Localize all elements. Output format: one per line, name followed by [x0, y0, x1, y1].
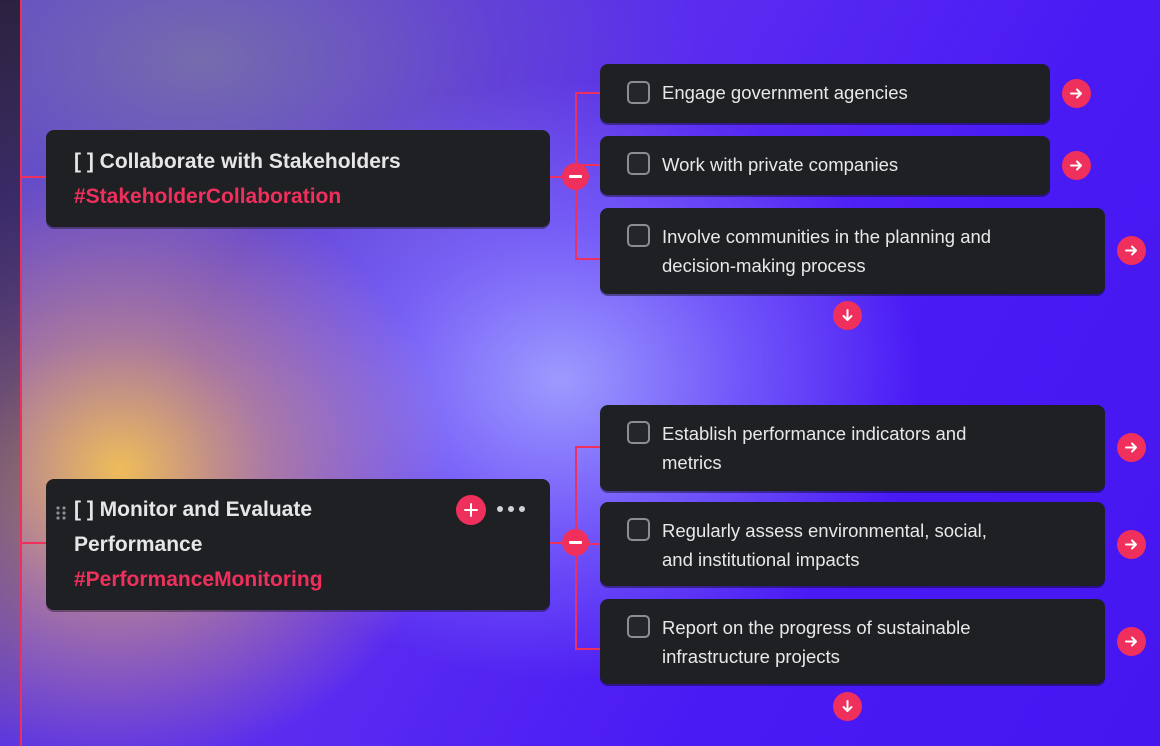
expand-more-button[interactable] — [833, 301, 862, 330]
plus-icon — [464, 503, 478, 517]
arrow-right-icon — [1125, 539, 1137, 550]
child-card-report-progress[interactable]: Report on the progress of sustainable in… — [600, 599, 1105, 684]
navigate-button[interactable] — [1117, 627, 1146, 656]
expand-more-button[interactable] — [833, 692, 862, 721]
task-checkbox[interactable] — [627, 152, 650, 175]
canvas-left-edge — [0, 0, 20, 746]
child-label: Engage government agencies — [662, 82, 908, 103]
child-card-private-companies[interactable]: Work with private companies — [600, 136, 1050, 195]
add-child-button[interactable] — [456, 495, 486, 525]
task-checkbox[interactable] — [627, 518, 650, 541]
task-checkbox[interactable] — [627, 615, 650, 638]
connector-child-1-3 — [575, 258, 600, 260]
child-card-performance-indicators[interactable]: Establish performance indicators and met… — [600, 405, 1105, 491]
connector-branch-1 — [20, 176, 46, 178]
connector-child-2-3 — [575, 648, 600, 650]
navigate-button[interactable] — [1117, 530, 1146, 559]
drag-handle-icon[interactable] — [56, 506, 66, 520]
arrow-right-icon — [1070, 160, 1082, 171]
task-checkbox[interactable] — [627, 81, 650, 104]
navigate-button[interactable] — [1062, 151, 1091, 180]
node-tag[interactable]: #PerformanceMonitoring — [74, 568, 323, 591]
node-title: [ ] Collaborate with Stakeholders — [74, 150, 401, 173]
arrow-right-icon — [1125, 442, 1137, 453]
child-label: Regularly assess environmental, social, … — [662, 520, 987, 570]
ellipsis-icon — [497, 506, 503, 512]
node-tag[interactable]: #StakeholderCollaboration — [74, 185, 342, 208]
child-label: Involve communities in the planning and … — [662, 226, 992, 276]
navigate-button[interactable] — [1117, 433, 1146, 462]
arrow-down-icon — [842, 309, 853, 321]
arrow-down-icon — [842, 700, 853, 712]
child-card-involve-communities[interactable]: Involve communities in the planning and … — [600, 208, 1105, 294]
navigate-button[interactable] — [1117, 236, 1146, 265]
connector-trunk — [20, 0, 22, 746]
child-label: Establish performance indicators and met… — [662, 423, 967, 473]
connector-child-1-2 — [575, 164, 600, 166]
child-label: Work with private companies — [662, 154, 899, 175]
arrow-right-icon — [1125, 245, 1137, 256]
navigate-button[interactable] — [1062, 79, 1091, 108]
child-label: Report on the progress of sustainable in… — [662, 617, 971, 667]
collapse-button[interactable] — [562, 163, 589, 190]
collapse-button[interactable] — [562, 529, 589, 556]
task-checkbox[interactable] — [627, 421, 650, 444]
task-checkbox[interactable] — [627, 224, 650, 247]
more-options-button[interactable] — [497, 504, 525, 514]
arrow-right-icon — [1070, 88, 1082, 99]
connector-branch-2 — [20, 542, 46, 544]
child-card-assess-impacts[interactable]: Regularly assess environmental, social, … — [600, 502, 1105, 586]
connector-child-2-1 — [575, 446, 600, 448]
child-card-engage-government[interactable]: Engage government agencies — [600, 64, 1050, 123]
arrow-right-icon — [1125, 636, 1137, 647]
node-title: [ ] Monitor and Evaluate Performance — [74, 498, 313, 556]
node-collaborate-stakeholders[interactable]: [ ] Collaborate with Stakeholders #Stake… — [46, 130, 550, 227]
connector-child-1-1 — [575, 92, 600, 94]
